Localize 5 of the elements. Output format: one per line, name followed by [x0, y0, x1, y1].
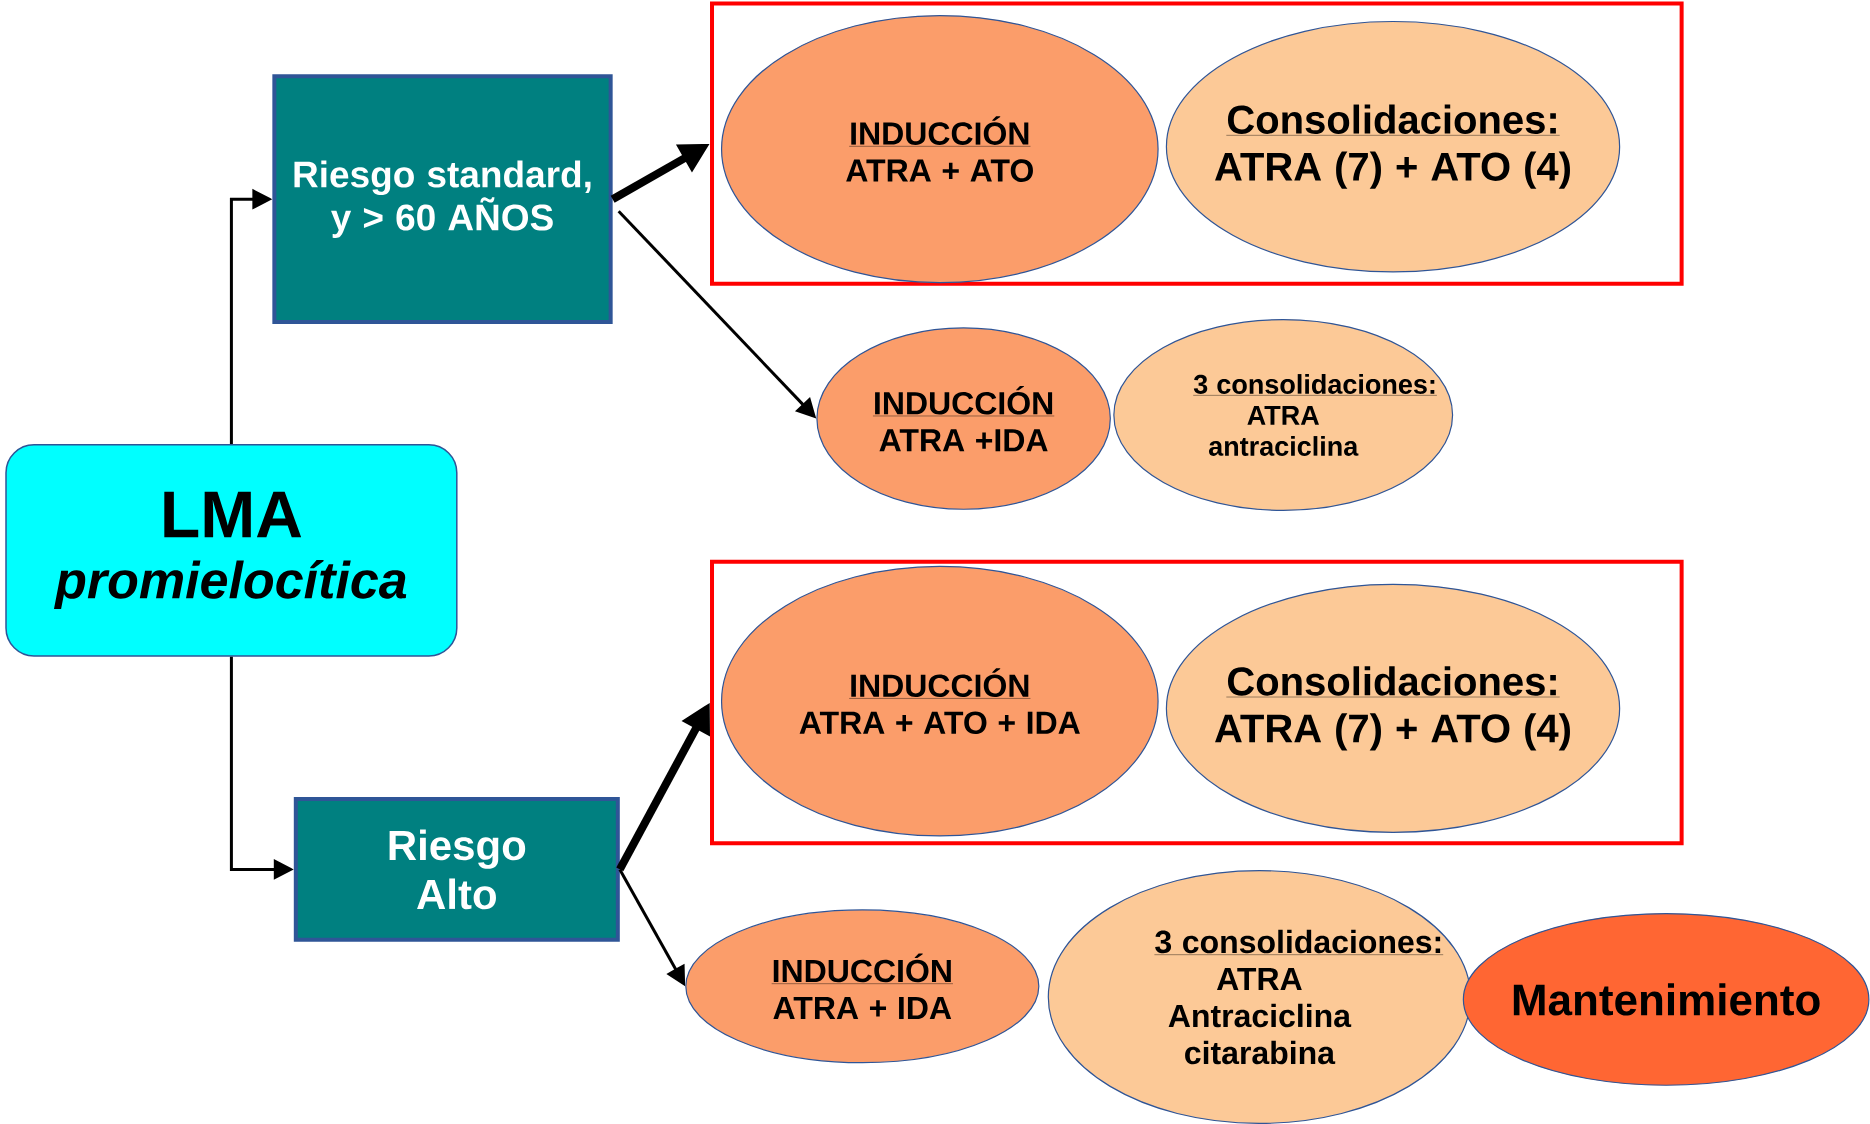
group-frame	[710, 1, 1684, 286]
risk-box: Riesgo standard, y > 60 AÑOS	[272, 74, 613, 325]
rounded-box: LMA promielocítica	[5, 444, 458, 657]
group-frame	[710, 559, 1684, 846]
risk-box: Riesgo Alto	[293, 797, 620, 942]
